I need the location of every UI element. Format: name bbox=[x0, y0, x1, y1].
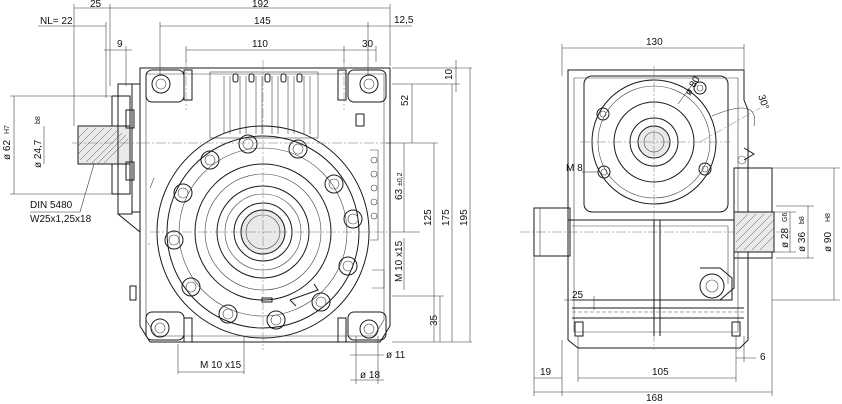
flange-bolt-holes bbox=[164, 134, 363, 330]
dim-phi36: ø 36 bbox=[797, 232, 808, 252]
dim-195: 195 bbox=[459, 209, 470, 226]
dim-phi62: ø 62 bbox=[2, 140, 13, 160]
dim-phi24-7: ø 24,7 bbox=[33, 139, 44, 168]
dim-phi90-tol: H8 bbox=[825, 213, 832, 222]
dim-phi11: ø 11 bbox=[386, 350, 406, 361]
spline-spec: W25x1,25x18 bbox=[30, 214, 92, 225]
dim-145: 145 bbox=[254, 16, 271, 27]
front-view: 192 25 145 12,5 NL= 22 9 bbox=[2, 0, 472, 384]
dim-30: 30 bbox=[362, 39, 374, 50]
spline-std: DIN 5480 bbox=[30, 200, 73, 211]
dim-12-5: 12,5 bbox=[394, 15, 414, 26]
dim-30deg: 30° bbox=[755, 93, 771, 111]
dim-phi62-tol: H7 bbox=[4, 125, 11, 134]
dim-phi90: ø 90 bbox=[823, 232, 834, 252]
dim-m8: M 8 bbox=[566, 163, 583, 174]
corner-bolts bbox=[145, 69, 387, 343]
dim-phi28-tol: G6 bbox=[782, 213, 789, 222]
dim-phi36-tol: b8 bbox=[799, 216, 806, 224]
dim-52: 52 bbox=[400, 94, 411, 106]
dim-m10-side: M 10 x15 bbox=[394, 240, 405, 282]
dim-35: 35 bbox=[429, 314, 440, 326]
dim-192: 192 bbox=[252, 0, 269, 10]
housing-outline bbox=[139, 67, 391, 343]
dim-175: 175 bbox=[441, 209, 452, 226]
dim-63-tol: ±0,2 bbox=[397, 172, 404, 186]
dim-105: 105 bbox=[652, 367, 669, 378]
dim-25-right: 25 bbox=[572, 290, 584, 301]
dim-25-top: 25 bbox=[90, 0, 102, 10]
dim-63: 63 bbox=[394, 188, 405, 200]
dim-168: 168 bbox=[646, 393, 663, 404]
side-view: 130 ø 80 30° M 8 ø 28 G6 ø 36 b8 ø 90 bbox=[520, 37, 840, 404]
dim-110: 110 bbox=[252, 39, 268, 50]
dim-6: 6 bbox=[760, 352, 766, 363]
cooling-fins bbox=[209, 71, 319, 139]
dim-phi18: ø 18 bbox=[360, 370, 380, 381]
dim-19: 19 bbox=[540, 367, 552, 378]
dim-9: 9 bbox=[117, 39, 123, 50]
input-flange bbox=[77, 83, 135, 215]
dim-130: 130 bbox=[646, 37, 663, 48]
dim-phi24-7-tol: b8 bbox=[35, 116, 42, 124]
dim-nl: NL= 22 bbox=[40, 16, 73, 27]
dim-10: 10 bbox=[444, 68, 455, 80]
dim-125: 125 bbox=[423, 209, 434, 226]
dim-m10-bottom: M 10 x15 bbox=[200, 360, 242, 371]
dim-phi28: ø 28 bbox=[780, 228, 791, 248]
front-dimensions: 192 25 145 12,5 NL= 22 9 bbox=[2, 0, 472, 384]
